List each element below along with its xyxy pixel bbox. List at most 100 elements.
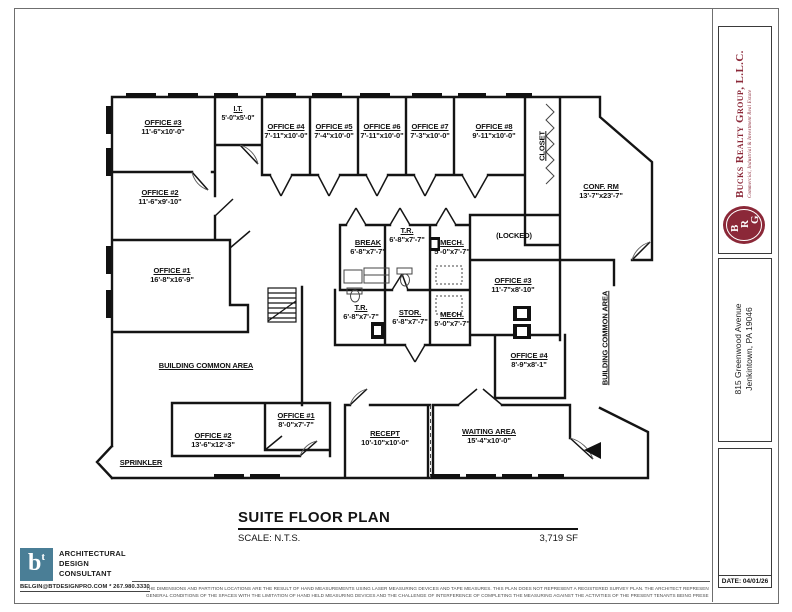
room-name: CONF. RM xyxy=(583,182,619,191)
room-name: OFFICE #8 xyxy=(475,122,513,131)
fixtures xyxy=(343,265,463,478)
firm-logo-letter: b xyxy=(27,550,42,576)
room-label-office1-left: OFFICE #1 16'-8"x16'-9" xyxy=(150,266,194,285)
room-label-recept: RECEPT 10'-10"x10'-0" xyxy=(361,429,409,448)
room-label-office4-top: OFFICE #4 7'-11"x10'-0" xyxy=(264,122,307,141)
scale-label: SCALE: N.T.S. xyxy=(238,533,301,544)
room-name: STOR. xyxy=(398,308,422,317)
room-name: CLOSET xyxy=(537,131,547,161)
room-label-closet: CLOSET xyxy=(537,131,546,161)
brand-name: Bucks Realty Group, L.L.C. xyxy=(734,50,746,198)
footer-rule xyxy=(132,581,710,582)
room-name: MECH. xyxy=(440,310,464,319)
room-dims: 8'-9"x8'-1" xyxy=(511,360,547,370)
room-dims: 5'-0"x5'-0" xyxy=(221,114,255,122)
titleblock-separator-line xyxy=(712,8,713,602)
room-dims: 8'-0"x7'-7" xyxy=(278,420,314,430)
date-box: DATE: 04/01/26 xyxy=(718,448,772,588)
room-name: OFFICE #4 xyxy=(267,122,305,131)
firm-name: ARCHITECTURAL DESIGN CONSULTANT xyxy=(59,549,126,579)
room-name: OFFICE #3 xyxy=(144,118,182,127)
room-name: (LOCKED) xyxy=(496,231,532,240)
page-title: SUITE FLOOR PLAN xyxy=(238,509,578,530)
brg-logo-icon: B R G xyxy=(723,206,765,244)
svg-text:B: B xyxy=(729,224,741,232)
room-dims: 7'-3"x10'-0" xyxy=(410,131,450,141)
brand-tagline: Commercial, Industrial & Investment Real… xyxy=(748,89,753,198)
room-dims: 7'-4"x10'-0" xyxy=(314,131,354,141)
room-dims: 6'-8"x7'-7" xyxy=(389,235,425,245)
room-name: OFFICE #2 xyxy=(194,431,232,440)
room-name: OFFICE #1 xyxy=(153,266,191,275)
equipment-blocks xyxy=(371,237,531,339)
room-dims: 6'-8"x7'-7" xyxy=(392,317,428,327)
room-label-office8-top: OFFICE #8 9'-11"x10'-0" xyxy=(472,122,515,141)
room-dims: 15'-4"x10'-0" xyxy=(467,436,511,446)
room-dims: 11'-6"x10'-0" xyxy=(141,127,185,137)
room-name: BREAK xyxy=(354,238,382,247)
area-value: 3,719 SF xyxy=(539,533,578,544)
room-name: OFFICE #1 xyxy=(277,411,315,420)
disclaimer-line1: THE DIMENSIONS AND PARTITION LOCATIONS A… xyxy=(146,586,709,591)
room-label-office6-top: OFFICE #6 7'-11"x10'-0" xyxy=(360,122,403,141)
room-name: T.R. xyxy=(354,303,368,312)
room-name: RECEPT xyxy=(370,429,400,438)
firm-contact: BELGIN@BTDESIGNPRO.COM * 267.980.3330 xyxy=(20,584,150,592)
room-label-break: BREAK 6'-8"x7'-7" xyxy=(350,238,386,257)
address-line-1: 815 Greenwood Avenue xyxy=(732,303,743,395)
room-dims: 11'-6"x9'-10" xyxy=(138,197,182,207)
room-label-office3-top: OFFICE #3 11'-6"x10'-0" xyxy=(141,118,184,137)
entry-arrow-icon xyxy=(584,442,601,459)
firm-logo-sup: t xyxy=(41,551,46,563)
walls xyxy=(95,95,654,480)
room-label-office2-bottom: OFFICE #2 13'-6"x12'-3" xyxy=(191,431,235,450)
room-name: OFFICE #2 xyxy=(141,188,179,197)
room-label-office3-interior: OFFICE #3 11'-7"x8'-10" xyxy=(491,276,534,295)
room-label-stor: STOR. 6'-8"x7'-7" xyxy=(392,308,428,327)
room-label-office2-upper: OFFICE #2 11'-6"x9'-10" xyxy=(138,188,181,207)
room-name: OFFICE #3 xyxy=(494,276,532,285)
room-dims: 10'-10"x10'-0" xyxy=(361,438,409,448)
room-name: WAITING AREA xyxy=(462,427,516,436)
room-name: I.T. xyxy=(233,106,243,113)
room-dims: 5'-0"x7'-7" xyxy=(434,247,470,257)
room-label-mech-bottom: MECH. 5'-0"x7'-7" xyxy=(434,310,470,329)
room-label-office4-interior: OFFICE #4 8'-9"x8'-1" xyxy=(510,351,547,370)
address-rotated-content: 815 Greenwood Avenue Jenkintown, PA 1904… xyxy=(718,258,770,440)
stairs-icon xyxy=(267,287,297,323)
room-label-office7-top: OFFICE #7 7'-3"x10'-0" xyxy=(410,122,450,141)
label-building-common-area-v: BUILDING COMMON AREA xyxy=(600,291,609,385)
disclaimer-line2: GENERAL CONDITIONS OF THE SPACES WITH TH… xyxy=(146,593,709,599)
room-dims: 16'-8"x16'-9" xyxy=(150,275,194,285)
room-dims: 13'-7"x23'-7" xyxy=(579,191,623,201)
room-name: MECH. xyxy=(440,238,464,247)
room-dims: 7'-11"x10'-0" xyxy=(264,131,308,141)
room-dims: 6'-8"x7'-7" xyxy=(343,312,379,322)
room-dims: 11'-7"x8'-10" xyxy=(491,285,535,295)
room-name: OFFICE #7 xyxy=(411,122,449,131)
firm-name-line2: DESIGN xyxy=(59,559,89,569)
firm-name-line1: ARCHITECTURAL xyxy=(59,549,126,558)
room-label-tr-top: T.R. 6'-8"x7'-7" xyxy=(389,226,425,245)
room-name: OFFICE #5 xyxy=(315,122,353,131)
drawing-title-block: SUITE FLOOR PLAN SCALE: N.T.S. 3,719 SF xyxy=(238,509,578,544)
date-value: DATE: 04/01/26 xyxy=(719,575,771,587)
room-label-it: I.T. 5'-0"x5'-0" xyxy=(222,106,255,124)
room-label-office1-small: OFFICE #1 8'-0"x7'-7" xyxy=(277,411,314,430)
room-label-locked: (LOCKED) xyxy=(496,231,532,240)
room-name: OFFICE #4 xyxy=(510,351,548,360)
room-name: BUILDING COMMON AREA xyxy=(158,361,254,370)
address-box xyxy=(718,258,772,442)
room-label-tr-bottom: T.R. 6'-8"x7'-7" xyxy=(343,303,379,322)
door-leaves xyxy=(191,144,651,460)
room-dims: 7'-11"x10'-0" xyxy=(360,131,404,141)
room-name: T.R. xyxy=(400,226,414,235)
room-label-mech-top: MECH. 5'-0"x7'-7" xyxy=(434,238,470,257)
label-building-common-area-h: BUILDING COMMON AREA xyxy=(159,361,253,370)
room-label-sprinkler: SPRINKLER xyxy=(119,458,163,467)
room-name: SPRINKLER xyxy=(119,458,163,467)
room-label-waiting-area: WAITING AREA 15'-4"x10'-0" xyxy=(462,427,516,446)
